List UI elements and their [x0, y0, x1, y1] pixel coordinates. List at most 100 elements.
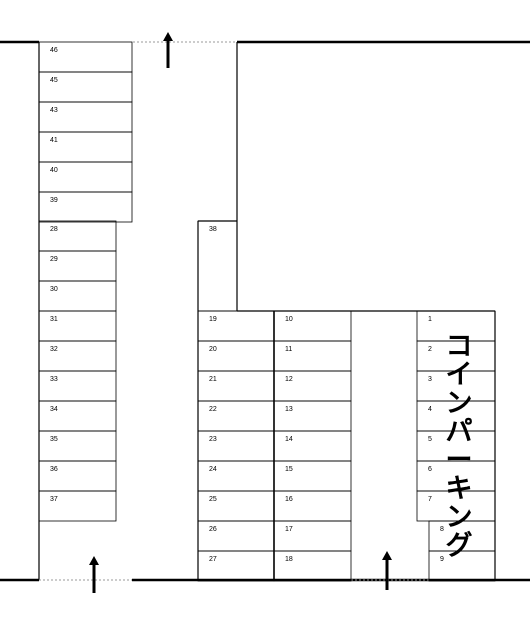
stall-box: [38, 490, 117, 522]
parking-stall-28: 28: [38, 220, 117, 252]
parking-stall-39: 39: [38, 191, 133, 223]
sign-character: グ: [446, 530, 473, 562]
parking-stall-22: 22: [197, 400, 275, 432]
parking-stall-45: 45: [38, 71, 133, 103]
stall-number: 39: [50, 197, 58, 204]
parking-stall-31: 31: [38, 310, 117, 342]
stall-number: 34: [50, 406, 58, 413]
parking-stall-11: 11: [273, 340, 352, 372]
sign-character: ー: [446, 445, 473, 476]
parking-stall-20: 20: [197, 340, 275, 372]
stall-box: [428, 550, 496, 582]
parking-stall-15: 15: [273, 460, 352, 492]
stall-number: 7: [428, 496, 432, 503]
parking-stall-19: 19: [197, 310, 275, 342]
stall-number: 14: [285, 436, 293, 443]
stall-number: 16: [285, 496, 293, 503]
parking-stall-21: 21: [197, 370, 275, 402]
stall-number: 27: [209, 556, 217, 563]
stall-number: 12: [285, 376, 293, 383]
parking-stall-30: 30: [38, 280, 117, 312]
parking-stall-43: 43: [38, 101, 133, 133]
stall-number: 26: [209, 526, 217, 533]
stall-number: 1: [428, 316, 432, 323]
sign-character: ン: [446, 502, 473, 533]
parking-stall-23: 23: [197, 430, 275, 462]
parking-stall-27: 27: [197, 550, 275, 582]
stall-number: 8: [440, 526, 444, 533]
stall-number: 35: [50, 436, 58, 443]
bottom-right-entrance-arrow: [382, 551, 392, 590]
parking-stall-14: 14: [273, 430, 352, 462]
parking-stall-25: 25: [197, 490, 275, 522]
stall-number: 19: [209, 316, 217, 323]
stall-number: 18: [285, 556, 293, 563]
sign-character: ン: [446, 388, 473, 419]
arrow-head: [163, 32, 173, 41]
stall-number: 11: [285, 346, 292, 353]
stall-number: 29: [50, 256, 58, 263]
stall-number: 10: [285, 316, 293, 323]
sign-character: パ: [446, 417, 473, 448]
stall-number: 23: [209, 436, 217, 443]
stall-layer: 4645434140392829303132333435363738192021…: [38, 41, 496, 582]
stall-number: 45: [50, 77, 58, 84]
parking-stall-13: 13: [273, 400, 352, 432]
parking-stall-37: 37: [38, 490, 117, 522]
arrow-head: [89, 556, 99, 565]
stall-number: 21: [209, 376, 217, 383]
stall-number: 33: [50, 376, 58, 383]
parking-stall-10: 10: [273, 310, 352, 342]
top-entrance-arrow: [163, 32, 173, 68]
stall-number: 17: [285, 526, 293, 533]
stall-number: 43: [50, 107, 58, 114]
stall-number: 4: [428, 406, 432, 413]
stall-number: 2: [428, 346, 432, 353]
stall-number: 36: [50, 466, 58, 473]
stall-number: 31: [50, 316, 58, 323]
parking-stall-26: 26: [197, 520, 275, 552]
stall-number: 5: [428, 436, 432, 443]
stall-number: 20: [209, 346, 217, 353]
parking-stall-34: 34: [38, 400, 117, 432]
arrow-layer: [89, 32, 392, 593]
parking-stall-29: 29: [38, 250, 117, 282]
parking-stall-46: 46: [38, 41, 133, 73]
stall-number: 15: [285, 466, 293, 473]
arrow-head: [382, 551, 392, 560]
sign-character: イ: [446, 360, 473, 391]
parking-stall-16: 16: [273, 490, 352, 522]
parking-stall-36: 36: [38, 460, 117, 492]
stall-box: [197, 220, 238, 312]
parking-stall-24: 24: [197, 460, 275, 492]
stall-number: 28: [50, 226, 58, 233]
stall-number: 25: [209, 496, 217, 503]
stall-number: 32: [50, 346, 58, 353]
stall-number: 6: [428, 466, 432, 473]
stall-number: 40: [50, 167, 58, 174]
parking-stall-32: 32: [38, 340, 117, 372]
stall-number: 41: [50, 137, 58, 144]
parking-stall-17: 17: [273, 520, 352, 552]
parking-stall-38: 38: [197, 220, 238, 312]
parking-stall-9: 9: [428, 550, 496, 582]
parking-stall-41: 41: [38, 131, 133, 163]
stall-number: 30: [50, 286, 58, 293]
stall-number: 37: [50, 496, 58, 503]
parking-stall-35: 35: [38, 430, 117, 462]
stall-number: 46: [50, 47, 58, 54]
stall-number: 24: [209, 466, 217, 473]
stall-box: [38, 191, 133, 223]
stall-number: 22: [209, 406, 217, 413]
parking-stall-40: 40: [38, 161, 133, 193]
parking-stall-12: 12: [273, 370, 352, 402]
parking-stall-18: 18: [273, 550, 352, 582]
parking-stall-33: 33: [38, 370, 117, 402]
sign-character: コ: [446, 331, 473, 362]
openings: [39, 41, 429, 581]
stall-number: 9: [440, 556, 444, 563]
bottom-left-entrance-arrow: [89, 556, 99, 593]
stall-number: 3: [428, 376, 432, 383]
